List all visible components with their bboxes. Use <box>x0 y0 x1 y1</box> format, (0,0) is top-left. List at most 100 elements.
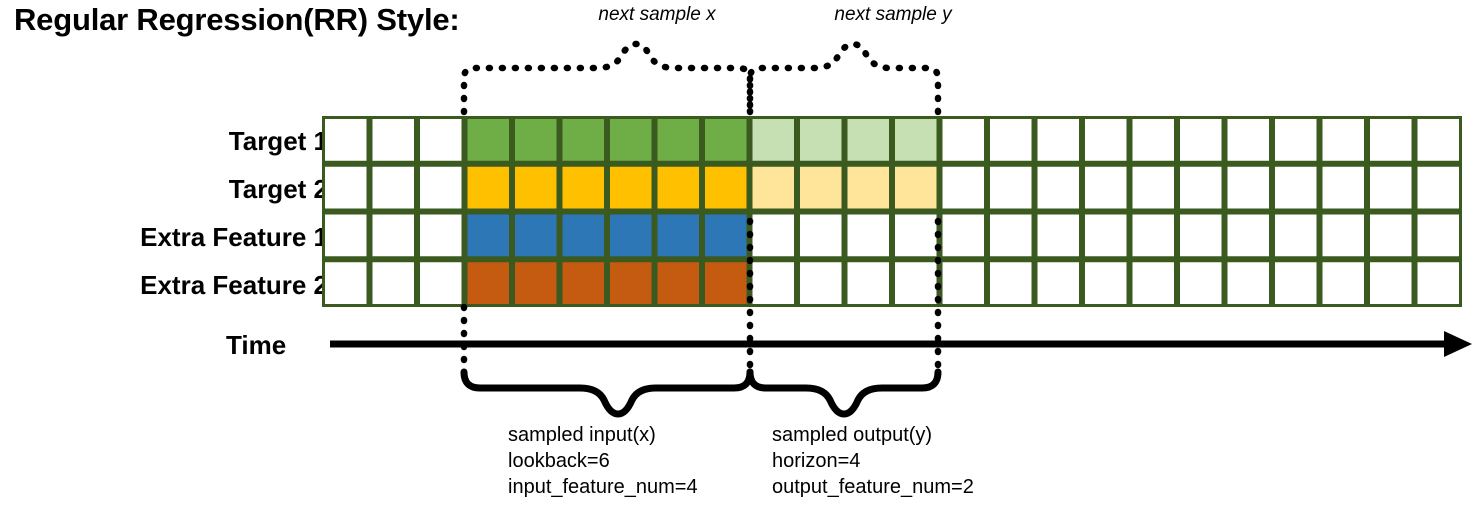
grid-cell[interactable] <box>1085 166 1127 209</box>
grid-cell[interactable] <box>467 166 510 209</box>
grid-cell[interactable] <box>1275 214 1317 257</box>
grid-cell[interactable] <box>1037 166 1080 209</box>
grid-cell[interactable] <box>895 214 937 257</box>
grid-cell[interactable] <box>467 119 510 161</box>
grid-cell[interactable] <box>1085 214 1127 257</box>
grid-cell[interactable] <box>752 119 795 161</box>
grid-cell[interactable] <box>420 166 462 209</box>
grid-cell[interactable] <box>515 214 557 257</box>
grid-cell[interactable] <box>1180 262 1222 304</box>
grid-cell[interactable] <box>1275 119 1317 161</box>
grid-cell[interactable] <box>562 119 605 161</box>
grid-cell[interactable] <box>1227 262 1270 304</box>
grid-cell[interactable] <box>467 262 510 304</box>
grid-cell[interactable] <box>1417 166 1460 209</box>
grid-cell[interactable] <box>372 166 415 209</box>
grid-cell[interactable] <box>1227 119 1270 161</box>
grid-cell[interactable] <box>325 119 367 161</box>
grid-cell[interactable] <box>752 166 795 209</box>
grid-cell[interactable] <box>1322 262 1365 304</box>
grid-cell[interactable] <box>1132 262 1175 304</box>
grid-cell[interactable] <box>1370 166 1412 209</box>
grid-cell[interactable] <box>325 166 367 209</box>
grid-cell[interactable] <box>895 262 937 304</box>
grid-cell[interactable] <box>657 166 700 209</box>
grid-cell[interactable] <box>800 166 842 209</box>
grid-cell[interactable] <box>657 214 700 257</box>
grid-cell[interactable] <box>467 214 510 257</box>
grid-cell[interactable] <box>1275 262 1317 304</box>
grid-cell[interactable] <box>752 262 795 304</box>
grid-cell[interactable] <box>1275 166 1317 209</box>
grid-cell[interactable] <box>1037 214 1080 257</box>
time-axis-label: Time <box>226 330 287 360</box>
grid-cell[interactable] <box>515 119 557 161</box>
grid-cell[interactable] <box>800 119 842 161</box>
annotation-next-sample-y: next sample y <box>834 4 952 25</box>
grid-cell[interactable] <box>1180 166 1222 209</box>
grid-cell[interactable] <box>847 119 890 161</box>
grid-cell[interactable] <box>515 262 557 304</box>
grid-cell[interactable] <box>420 262 462 304</box>
grid-cell[interactable] <box>610 214 652 257</box>
grid-cell[interactable] <box>325 262 367 304</box>
grid-cell[interactable] <box>1180 214 1222 257</box>
grid-cell[interactable] <box>752 214 795 257</box>
grid-cell[interactable] <box>372 119 415 161</box>
grid-cell[interactable] <box>1417 262 1460 304</box>
grid-cell[interactable] <box>657 262 700 304</box>
grid-cell[interactable] <box>1417 214 1460 257</box>
grid-cell[interactable] <box>562 262 605 304</box>
grid-cell[interactable] <box>1322 214 1365 257</box>
grid-cell[interactable] <box>1180 119 1222 161</box>
grid-cell[interactable] <box>1085 119 1127 161</box>
grid-cell[interactable] <box>895 119 937 161</box>
grid-cell[interactable] <box>1227 214 1270 257</box>
grid-cell[interactable] <box>657 119 700 161</box>
grid-cell[interactable] <box>610 166 652 209</box>
grid-cell[interactable] <box>942 262 985 304</box>
grid-cell[interactable] <box>420 214 462 257</box>
grid-cell[interactable] <box>1132 214 1175 257</box>
grid-cell[interactable] <box>990 119 1032 161</box>
grid-cell[interactable] <box>1085 262 1127 304</box>
grid-cell[interactable] <box>990 166 1032 209</box>
grid-cell[interactable] <box>420 119 462 161</box>
grid-cell[interactable] <box>942 214 985 257</box>
grid-cell[interactable] <box>1037 262 1080 304</box>
grid-cell[interactable] <box>800 214 842 257</box>
grid-cell[interactable] <box>1322 119 1365 161</box>
grid-cell[interactable] <box>1322 166 1365 209</box>
grid-cell[interactable] <box>847 166 890 209</box>
grid-cell[interactable] <box>705 166 747 209</box>
row-label-target-1: Target 1 <box>228 126 328 156</box>
grid-cell[interactable] <box>1227 166 1270 209</box>
grid-cell[interactable] <box>325 214 367 257</box>
grid-cell[interactable] <box>562 214 605 257</box>
grid-cell[interactable] <box>895 166 937 209</box>
grid-cell[interactable] <box>1370 119 1412 161</box>
grid-cell[interactable] <box>942 166 985 209</box>
grid-cell[interactable] <box>1370 214 1412 257</box>
grid-cell[interactable] <box>942 119 985 161</box>
grid-cell[interactable] <box>515 166 557 209</box>
grid-cell[interactable] <box>1370 262 1412 304</box>
grid-cell[interactable] <box>800 262 842 304</box>
grid-cell[interactable] <box>705 214 747 257</box>
grid-cell[interactable] <box>610 119 652 161</box>
grid-cell[interactable] <box>372 262 415 304</box>
grid-cell[interactable] <box>1132 166 1175 209</box>
grid-cell[interactable] <box>1037 119 1080 161</box>
grid-cell[interactable] <box>1417 119 1460 161</box>
grid-cell[interactable] <box>372 214 415 257</box>
grid-cell[interactable] <box>847 262 890 304</box>
grid-cell[interactable] <box>990 214 1032 257</box>
grid-cell[interactable] <box>610 262 652 304</box>
grid-cell[interactable] <box>705 119 747 161</box>
grid-cell[interactable] <box>705 262 747 304</box>
grid-cell[interactable] <box>562 166 605 209</box>
grid-cell[interactable] <box>990 262 1032 304</box>
grid-cell[interactable] <box>847 214 890 257</box>
grid-cell[interactable] <box>1132 119 1175 161</box>
